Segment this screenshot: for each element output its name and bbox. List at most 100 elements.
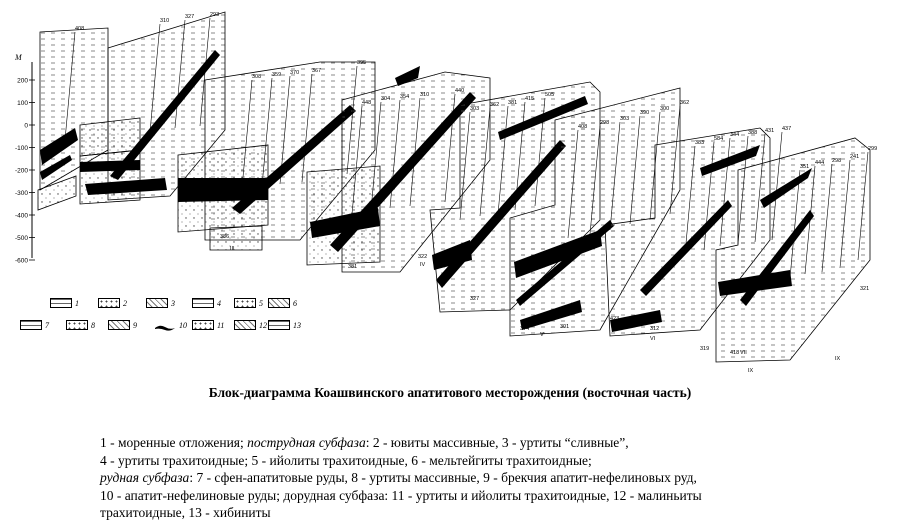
legend-number: 11 bbox=[217, 320, 225, 330]
borehole-label: 308 bbox=[252, 74, 261, 80]
borehole-line bbox=[534, 97, 546, 207]
borehole-label: 408 bbox=[578, 124, 587, 130]
borehole-line bbox=[839, 159, 851, 269]
legend-swatch bbox=[234, 298, 256, 308]
description-line-3: рудная субфаза: 7 - сфен-апатитовые руды… bbox=[100, 469, 860, 487]
borehole-label: 241 bbox=[850, 154, 859, 160]
borehole-label: 293 bbox=[210, 12, 219, 18]
borehole-label: IX bbox=[835, 356, 841, 362]
borehole-line bbox=[857, 151, 869, 261]
legend-item: 9 bbox=[108, 320, 137, 330]
legend-swatch bbox=[146, 298, 168, 308]
borehole-label: 310 bbox=[420, 92, 429, 98]
borehole-label: III bbox=[230, 246, 235, 252]
borehole-line bbox=[649, 111, 661, 221]
borehole-line bbox=[370, 101, 382, 211]
legend-item: 11 bbox=[192, 320, 224, 330]
borehole-label: 423 bbox=[610, 316, 619, 322]
borehole-label: 431 bbox=[765, 128, 774, 134]
description-line-5: трахитоидные, 13 - хибиниты bbox=[100, 505, 271, 520]
borehole-line bbox=[479, 107, 491, 217]
borehole-label: 362 bbox=[490, 102, 499, 108]
borehole-label: V bbox=[540, 332, 544, 338]
borehole-line bbox=[149, 23, 161, 133]
axis-tick-label: -400 bbox=[15, 213, 28, 220]
legend-swatch bbox=[154, 320, 176, 331]
borehole-label: 388 bbox=[748, 130, 757, 136]
borehole-line bbox=[754, 133, 766, 243]
borehole-line bbox=[64, 31, 76, 141]
legend-description: 1 - моренные отложения; пострудная субфа… bbox=[100, 434, 860, 522]
borehole-label: 408 bbox=[75, 26, 84, 32]
legend-swatch bbox=[192, 298, 214, 308]
legend-swatch bbox=[20, 320, 42, 330]
legend-number: 8 bbox=[91, 320, 95, 330]
borehole-line bbox=[459, 111, 471, 221]
borehole-label: 319 bbox=[700, 346, 709, 352]
description-line-2: 4 - уртиты трахитоидные; 5 - ийолиты тра… bbox=[100, 452, 592, 468]
borehole-line bbox=[737, 135, 749, 245]
axis-tick-label: -300 bbox=[15, 190, 28, 197]
borehole-line bbox=[804, 165, 816, 275]
borehole-label: 381 bbox=[508, 100, 517, 106]
legend-item: 1 bbox=[50, 298, 79, 308]
borehole-label: 418 bbox=[730, 350, 739, 356]
axis-tick-label: -600 bbox=[15, 258, 28, 265]
borehole-line bbox=[351, 105, 363, 215]
borehole-label: 584 bbox=[714, 136, 723, 142]
borehole-label: 437 bbox=[782, 126, 791, 132]
legend-item: 3 bbox=[146, 298, 175, 308]
legend-swatch bbox=[268, 298, 290, 308]
desc-l1-a: 1 - моренные отложения; bbox=[100, 435, 248, 450]
legend-number: 10 bbox=[179, 320, 187, 330]
legend-number: 4 bbox=[217, 298, 221, 308]
block-6 bbox=[509, 87, 681, 337]
borehole-label: 354 bbox=[400, 94, 409, 100]
borehole-label: 362 bbox=[680, 100, 689, 106]
borehole-label: 322 bbox=[418, 254, 427, 260]
borehole-label: 303 bbox=[620, 116, 629, 122]
legend-item: 10 bbox=[154, 320, 187, 331]
borehole-label: 374 bbox=[520, 326, 529, 332]
legend-number: 13 bbox=[293, 320, 301, 330]
borehole-label: 301 bbox=[560, 324, 569, 330]
legend-swatch bbox=[108, 320, 130, 330]
borehole-label: 310 bbox=[160, 18, 169, 24]
legend-item: 13 bbox=[268, 320, 301, 330]
borehole-label: 327 bbox=[185, 14, 194, 20]
borehole-label: 359 bbox=[272, 72, 281, 78]
legend-number: 7 bbox=[45, 320, 49, 330]
borehole-line bbox=[444, 93, 456, 203]
borehole-line bbox=[821, 163, 833, 273]
borehole-line bbox=[497, 105, 509, 215]
borehole-label: 351 bbox=[800, 164, 809, 170]
borehole-line bbox=[684, 145, 696, 255]
axis-tick-label: -200 bbox=[15, 168, 28, 175]
legend-swatch bbox=[192, 320, 214, 330]
legend-swatch bbox=[50, 298, 72, 308]
legend-item: 2 bbox=[98, 298, 127, 308]
axis-tick-label: -100 bbox=[15, 145, 28, 152]
borehole-line bbox=[199, 17, 211, 127]
borehole-line bbox=[669, 105, 681, 215]
borehole-label: 327 bbox=[470, 296, 479, 302]
borehole-label: 415 bbox=[525, 96, 534, 102]
borehole-label: 444 bbox=[815, 160, 824, 166]
borehole-line bbox=[261, 77, 273, 187]
borehole-line bbox=[389, 99, 401, 209]
borehole-label: 321 bbox=[860, 286, 869, 292]
borehole-label: 367 bbox=[312, 68, 321, 74]
borehole-label: 505 bbox=[545, 92, 554, 98]
borehole-label: 448 bbox=[362, 100, 371, 106]
desc-l3-a: рудная субфаза bbox=[100, 470, 190, 485]
desc-l3-b: : 7 - сфен-апатитовые руды, 8 - уртиты м… bbox=[189, 470, 697, 485]
legend-swatch bbox=[268, 320, 290, 330]
legend-item: 7 bbox=[20, 320, 49, 330]
borehole-label: 300 bbox=[660, 106, 669, 112]
borehole-line bbox=[567, 129, 579, 239]
borehole-label: VI bbox=[650, 336, 656, 342]
borehole-line bbox=[771, 131, 783, 241]
